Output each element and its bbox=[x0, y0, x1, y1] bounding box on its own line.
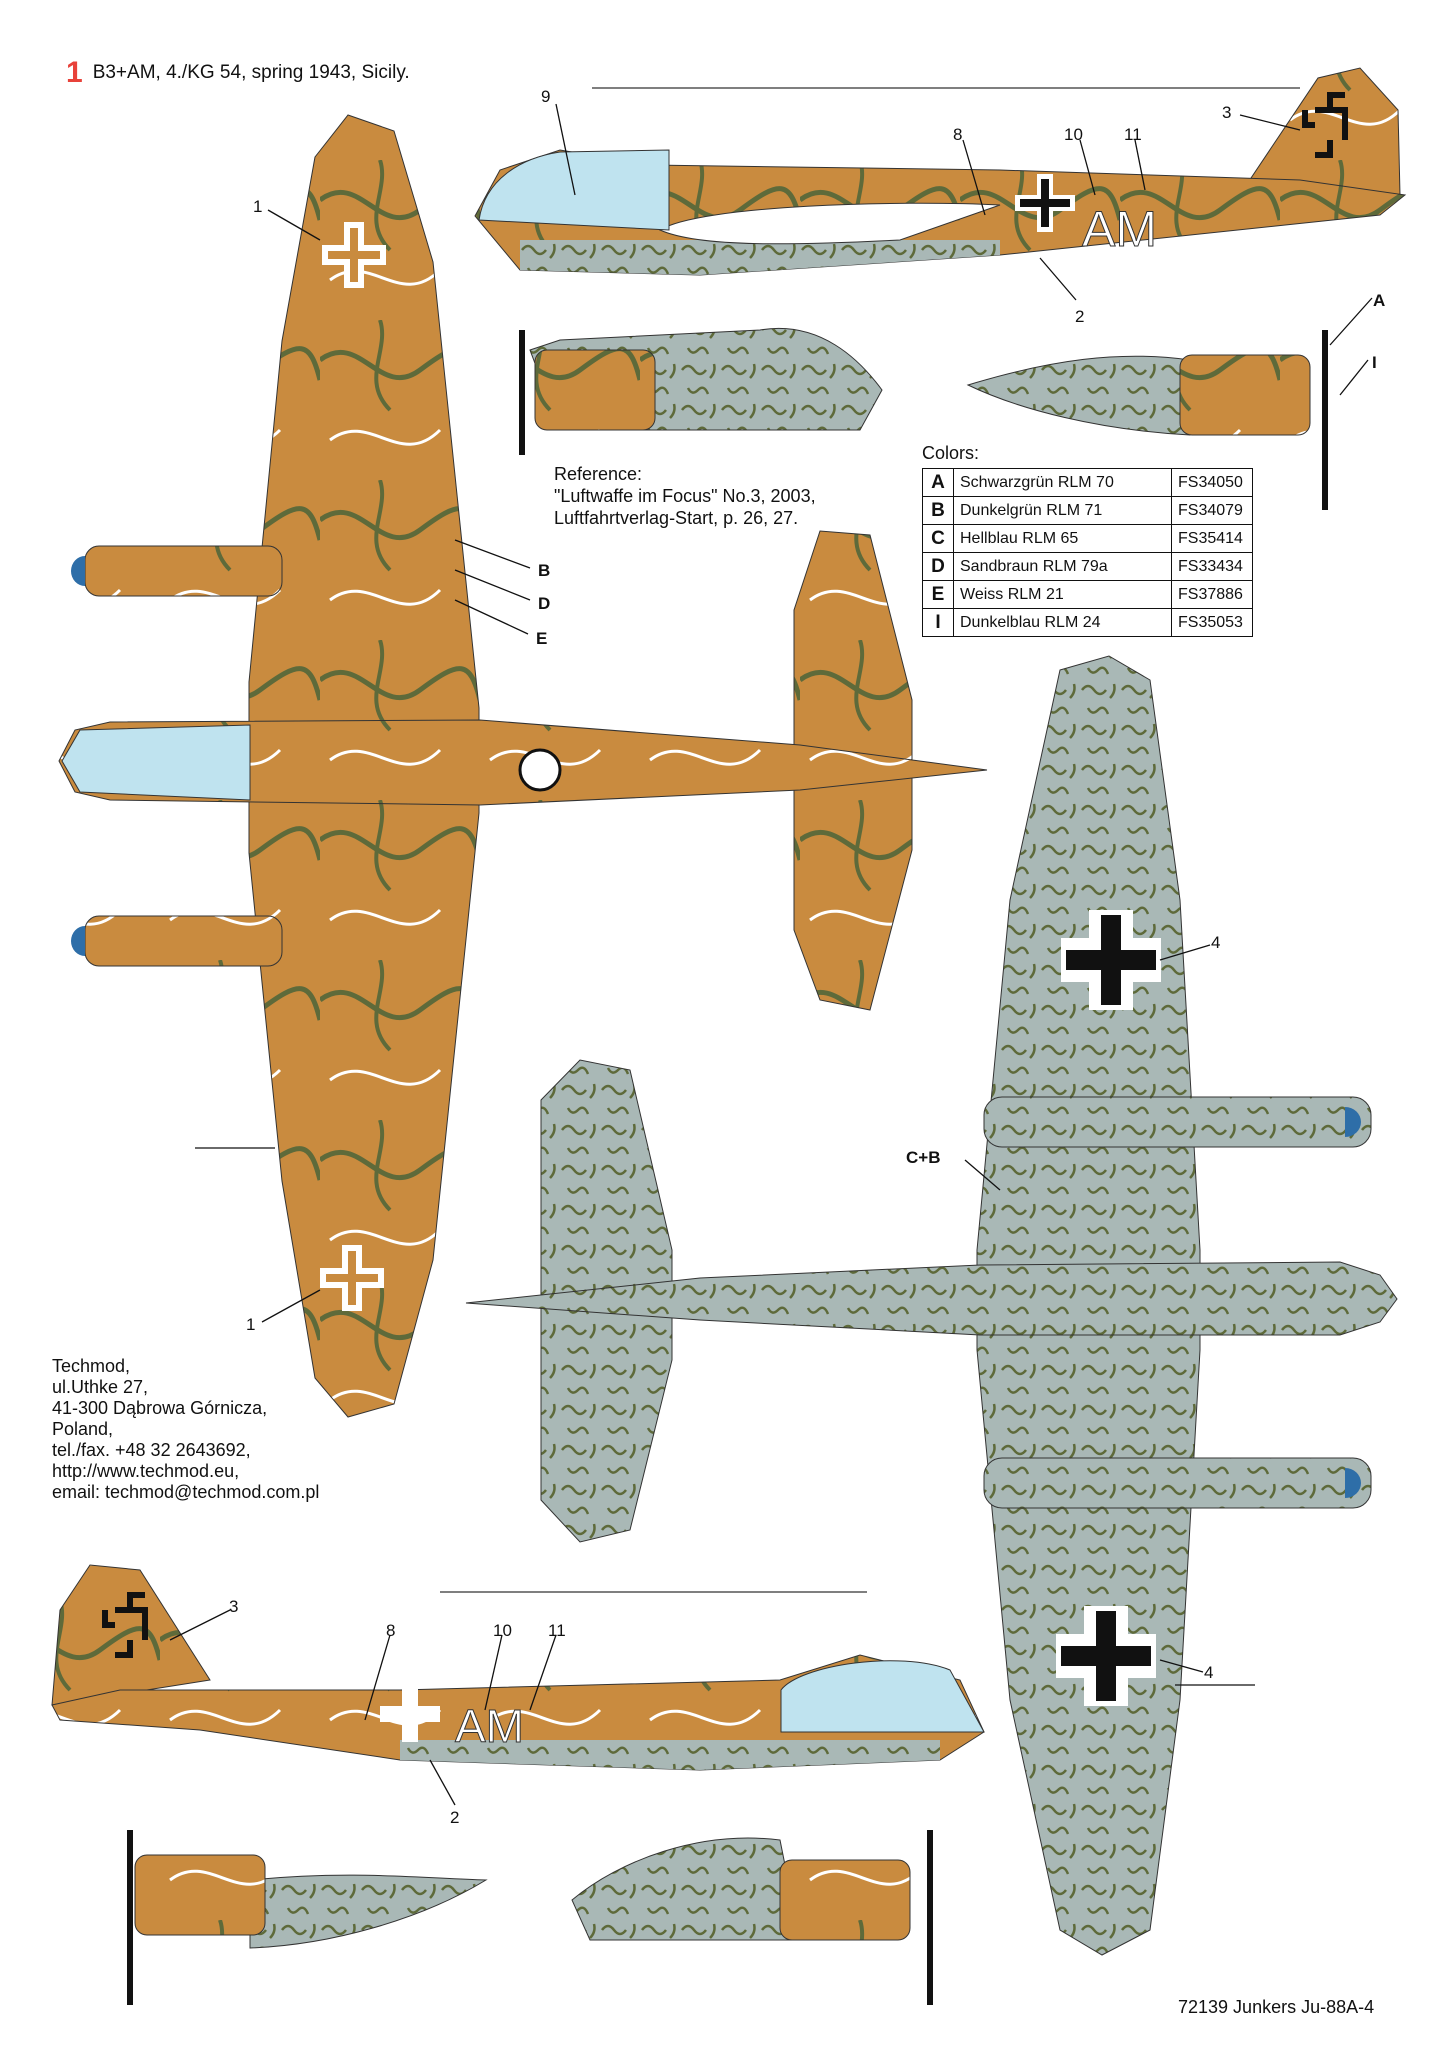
color-fs: FS37886 bbox=[1171, 580, 1253, 609]
nacelle-detail-views bbox=[127, 328, 1328, 2005]
color-key: A bbox=[922, 468, 954, 497]
top-view-upper-surface bbox=[58, 114, 988, 1418]
email-link[interactable]: email: techmod@techmod.com.pl bbox=[52, 1482, 320, 1502]
callout-3: 3 bbox=[1222, 103, 1232, 122]
swastika-fin-top bbox=[1302, 92, 1348, 158]
address-line: ul.Uthke 27, bbox=[52, 1377, 149, 1397]
color-key: B bbox=[922, 496, 954, 525]
kit-name: 72139 Junkers Ju-88A-4 bbox=[1178, 1997, 1375, 2017]
reference-label: Reference: bbox=[554, 464, 643, 484]
callout-2: 2 bbox=[1075, 307, 1085, 326]
callout-11: 11 bbox=[548, 1621, 566, 1640]
color-key: E bbox=[922, 580, 954, 609]
balkenkreuz-underside bbox=[1056, 910, 1161, 1706]
callout-2: 2 bbox=[450, 1808, 460, 1827]
color-key: I bbox=[922, 608, 954, 637]
callout-1: 1 bbox=[253, 197, 263, 216]
color-key: C bbox=[922, 524, 954, 553]
callout-10: 10 bbox=[493, 1621, 512, 1640]
color-fs: FS35414 bbox=[1171, 524, 1253, 553]
colors-label: Colors: bbox=[922, 443, 980, 463]
side-profile-port bbox=[474, 67, 1407, 276]
callout-10: 10 bbox=[1064, 125, 1083, 144]
callout-1: 1 bbox=[246, 1315, 256, 1334]
website-link[interactable]: http://www.techmod.eu, bbox=[52, 1461, 240, 1481]
color-name: Weiss RLM 21 bbox=[953, 580, 1172, 609]
callout-4: 4 bbox=[1211, 933, 1221, 952]
address-line: tel./fax. +48 32 2643692, bbox=[52, 1440, 251, 1460]
balkenkreuz-side-top bbox=[1015, 174, 1075, 232]
callout-3: 3 bbox=[229, 1597, 239, 1616]
publisher-address: Techmod, ul.Uthke 27, 41-300 Dąbrowa Gór… bbox=[52, 1356, 319, 1503]
callout-9: 9 bbox=[541, 87, 551, 106]
profile-title: 1 B3+AM, 4./KG 54, spring 1943, Sicily. bbox=[66, 56, 410, 89]
address-line: Techmod, bbox=[52, 1356, 131, 1376]
color-fs: FS33434 bbox=[1171, 552, 1253, 581]
callout-B: B bbox=[538, 561, 551, 580]
leader-lines bbox=[169, 103, 1373, 1806]
profile-number: 1 bbox=[66, 56, 83, 89]
address-line: 41-300 Dąbrowa Górnicza, bbox=[52, 1398, 268, 1418]
callout-E: E bbox=[536, 629, 548, 648]
color-name: Schwarzgrün RLM 70 bbox=[953, 468, 1172, 497]
callout-A: A bbox=[1373, 291, 1386, 310]
color-fs: FS35053 bbox=[1171, 608, 1253, 637]
color-name: Sandbraun RLM 79a bbox=[953, 552, 1172, 581]
profile-caption: B3+AM, 4./KG 54, spring 1943, Sicily. bbox=[92, 62, 410, 83]
callout-I: I bbox=[1372, 353, 1377, 372]
callout-8: 8 bbox=[953, 125, 963, 144]
callout-D: D bbox=[538, 594, 551, 613]
code-letters-top-profile: AM bbox=[1082, 201, 1157, 257]
callout-11: 11 bbox=[1124, 125, 1142, 144]
reference-line: "Luftwaffe im Focus" No.3, 2003, bbox=[554, 486, 816, 506]
bottom-view-lower-surface bbox=[465, 655, 1398, 1956]
callout-4: 4 bbox=[1204, 1663, 1214, 1682]
color-fs: FS34050 bbox=[1171, 468, 1253, 497]
code-letters-bottom-profile: AM bbox=[455, 1700, 524, 1752]
side-profile-starboard bbox=[51, 1564, 985, 1771]
color-name: Dunkelgrün RLM 71 bbox=[953, 496, 1172, 525]
address-line: Poland, bbox=[52, 1419, 114, 1439]
color-name: Dunkelblau RLM 24 bbox=[953, 608, 1172, 637]
reference-block: Reference: "Luftwaffe im Focus" No.3, 20… bbox=[554, 463, 816, 529]
callout-C-B: C+B bbox=[906, 1148, 941, 1167]
callout-8: 8 bbox=[386, 1621, 396, 1640]
reference-line: Luftfahrtverlag-Start, p. 26, 27. bbox=[554, 508, 799, 528]
color-fs: FS34079 bbox=[1171, 496, 1253, 525]
color-name: Hellblau RLM 65 bbox=[953, 524, 1172, 553]
color-key: D bbox=[922, 552, 954, 581]
